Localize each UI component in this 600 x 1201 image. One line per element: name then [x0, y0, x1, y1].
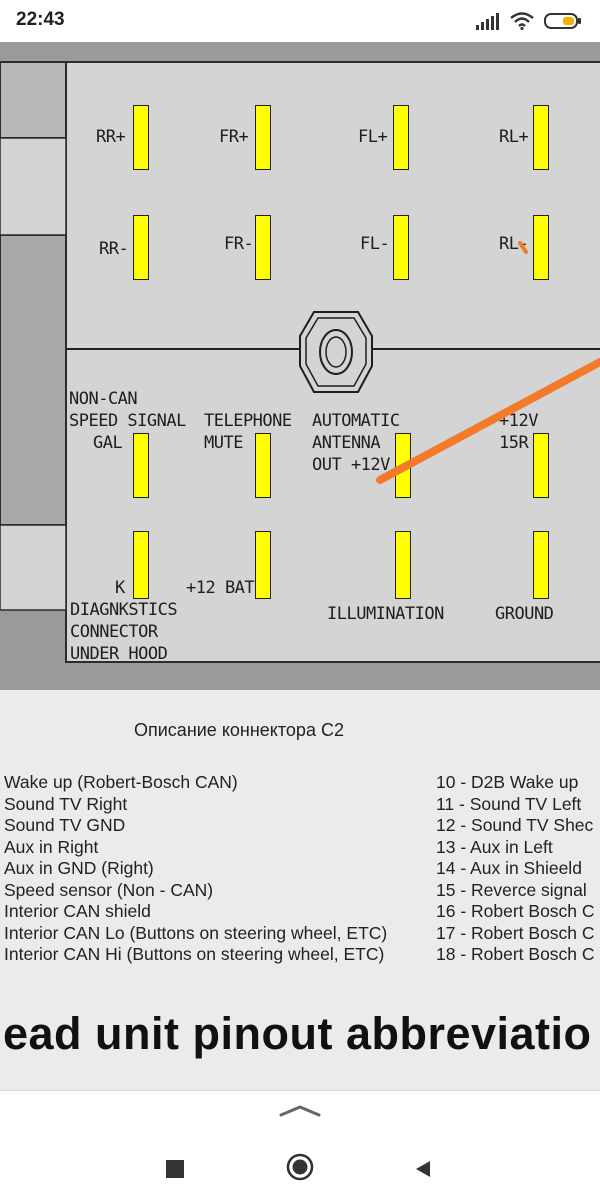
- pin-12-bat: [255, 531, 271, 599]
- label-non-can-2: SPEED SIGNAL: [69, 411, 186, 431]
- pin-desc-4: Aux in Right: [4, 836, 99, 857]
- pin-desc-10: 10 - D2B Wake up: [436, 772, 579, 792]
- pin-fr-minus: [255, 215, 271, 280]
- pin-fl-minus: [393, 215, 409, 280]
- label-non-can-1: NON-CAN: [69, 389, 138, 409]
- pin-desc-7: Interior CAN shield: [4, 901, 151, 921]
- label-diag-2: CONNECTOR: [70, 622, 158, 642]
- status-icons: [476, 10, 582, 32]
- pin-rl-plus: [533, 105, 549, 170]
- pin-desc-12: 12 - Sound TV Shec: [436, 815, 594, 835]
- label-15r: 15R: [499, 433, 529, 453]
- pin-desc-16: 16 - Robert Bosch C: [436, 901, 595, 921]
- pin-desc-9: Interior CAN Hi (Buttons on steering whe…: [4, 944, 385, 964]
- label-12v: +12V: [499, 411, 538, 431]
- pin-desc-11: 11 - Sound TV Left: [436, 793, 582, 814]
- nav-home-button[interactable]: [284, 1151, 316, 1183]
- signal-icon: [476, 13, 499, 30]
- square-icon: [166, 1160, 184, 1178]
- page-heading: lead unit pinout abbreviatio: [0, 1008, 592, 1059]
- pin-rl-minus: [533, 215, 549, 280]
- label-antenna-2: ANTENNA: [312, 433, 381, 453]
- pin-desc-6: Speed sensor (Non - CAN): [4, 879, 214, 900]
- label-fr-minus: FR-: [224, 234, 254, 254]
- pin-illumination: [395, 531, 411, 599]
- label-fl-minus: FL-: [360, 234, 390, 254]
- pin-desc-1: Wake up (Robert-Bosch CAN): [4, 772, 238, 792]
- pin-fr-plus: [255, 105, 271, 170]
- pin-12v-15r: [533, 433, 549, 498]
- pin-telephone-mute: [255, 433, 271, 498]
- label-rr-plus: RR+: [96, 127, 126, 147]
- pin-rr-minus: [133, 215, 149, 280]
- label-rl-plus: RL+: [499, 127, 529, 147]
- pin-desc-17: 17 - Robert Bosch C: [436, 922, 595, 943]
- status-bar: 22:43: [0, 0, 600, 42]
- pin-desc-18: 18 - Robert Bosch C: [436, 944, 595, 964]
- connector-diagram: RR+ FR+ FL+ RL+ RR- FR- FL- RL- NON-CAN …: [0, 42, 600, 690]
- description-title: Описание коннектора С2: [134, 720, 344, 740]
- back-triangle-icon: [416, 1161, 430, 1177]
- label-antenna-3: OUT +12V: [312, 455, 390, 475]
- label-non-can-3: GAL: [93, 433, 123, 453]
- pin-antenna-out: [395, 433, 411, 498]
- pin-list-left: Wake up (Robert-Bosch CAN) Sound TV Righ…: [4, 772, 387, 966]
- label-rl-minus: RL-: [499, 234, 529, 254]
- pin-ground: [533, 531, 549, 599]
- pin-k-diagnostics: [133, 531, 149, 599]
- status-time: 22:43: [16, 9, 65, 30]
- label-fl-plus: FL+: [358, 127, 388, 147]
- pin-desc-13: 13 - Aux in Left: [436, 836, 553, 857]
- label-bat: +12 BAT: [186, 578, 255, 598]
- label-diag-3: UNDER HOOD: [70, 644, 168, 664]
- bottom-sheet: [0, 1090, 600, 1201]
- wifi-icon: [510, 12, 534, 30]
- pin-desc-14: 14 - Aux in Shieeld: [436, 858, 582, 878]
- pin-desc-15: 15 - Reverce signal: [436, 879, 587, 900]
- label-fr-plus: FR+: [219, 127, 249, 147]
- nav-recents-button[interactable]: [160, 1154, 190, 1184]
- label-telephone-2: MUTE: [204, 433, 243, 453]
- chevron-up-icon[interactable]: [278, 1103, 322, 1119]
- connector-description: Описание коннектора С2 Wake up (Robert-B…: [0, 690, 600, 1090]
- pin-desc-2: Sound TV Right: [4, 793, 128, 814]
- battery-icon: [544, 13, 581, 29]
- pin-desc-8: Interior CAN Lo (Buttons on steering whe…: [4, 922, 388, 943]
- label-k: K: [115, 578, 125, 598]
- nav-back-button[interactable]: [408, 1154, 438, 1184]
- pin-list-right: 10 - D2B Wake up 11 - Sound TV Left 12 -…: [436, 772, 595, 966]
- label-rr-minus: RR-: [99, 239, 129, 259]
- label-illumination: ILLUMINATION: [327, 604, 444, 624]
- pin-non-can-speed: [133, 433, 149, 498]
- home-circle-icon: [286, 1153, 314, 1181]
- connector-key: [299, 311, 373, 393]
- label-antenna-1: AUTOMATIC: [312, 411, 400, 431]
- label-diag-1: DIAGNKSTICS: [70, 600, 178, 620]
- pin-rr-plus: [133, 105, 149, 170]
- label-ground: GROUND: [495, 604, 554, 624]
- pin-fl-plus: [393, 105, 409, 170]
- label-telephone-1: TELEPHONE: [204, 411, 292, 431]
- pin-desc-3: Sound TV GND: [4, 815, 126, 835]
- pin-desc-5: Aux in GND (Right): [4, 858, 154, 878]
